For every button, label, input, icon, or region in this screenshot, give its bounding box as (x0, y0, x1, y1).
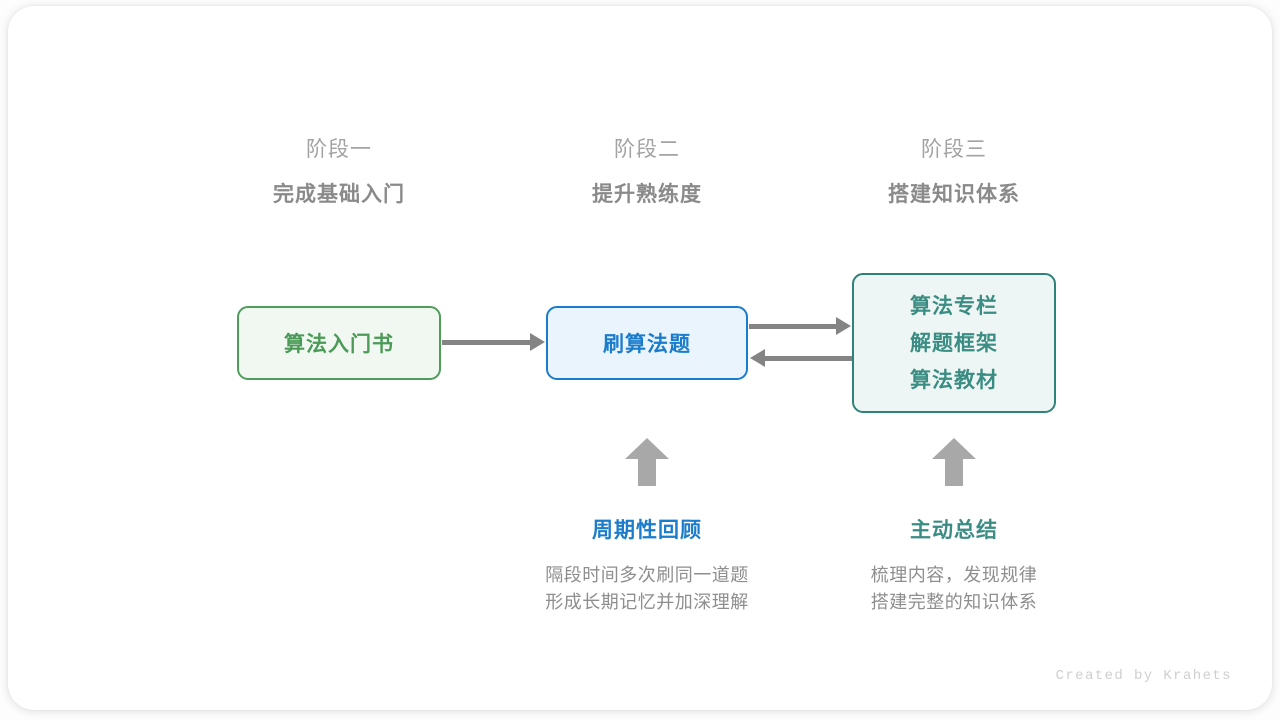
node-knowledge-system-line-1: 算法专栏 (910, 294, 998, 318)
node-knowledge-system: 算法专栏 解题框架 算法教材 (852, 273, 1056, 413)
phase-heading-1: 阶段一 完成基础入门 (209, 135, 469, 210)
node-knowledge-system-line-2: 解题框架 (910, 331, 998, 355)
node-algorithm-book: 算法入门书 (237, 306, 441, 380)
up-arrow-stem-summary (945, 457, 963, 486)
node-practice-problems-label: 刷算法题 (603, 333, 691, 356)
phase-title-2: 提升熟练度 (592, 183, 702, 206)
note-active-summary: 主动总结 梳理内容，发现规律 搭建完整的知识体系 (804, 516, 1104, 616)
note-active-summary-title: 主动总结 (910, 519, 998, 542)
phase-title-3: 搭建知识体系 (888, 183, 1020, 206)
node-practice-problems: 刷算法题 (546, 306, 748, 380)
phase-heading-3: 阶段三 搭建知识体系 (824, 135, 1084, 210)
phase-title-1: 完成基础入门 (273, 183, 405, 206)
note-periodic-review-title: 周期性回顾 (592, 519, 702, 542)
note-active-summary-line-2: 搭建完整的知识体系 (870, 592, 1038, 612)
connector-practice-to-system-shaft (749, 324, 837, 329)
note-active-summary-line-1: 梳理内容，发现规律 (870, 565, 1038, 585)
connector-book-to-practice-arrowhead-icon (530, 333, 545, 351)
credit-text: Created by Krahets (1055, 668, 1232, 684)
note-periodic-review-line-2: 形成长期记忆并加深理解 (545, 592, 749, 612)
up-arrow-stem-review (638, 457, 656, 486)
phase-heading-2: 阶段二 提升熟练度 (517, 135, 777, 210)
connector-book-to-practice-shaft (442, 340, 532, 345)
note-periodic-review: 周期性回顾 隔段时间多次刷同一道题 形成长期记忆并加深理解 (497, 516, 797, 616)
up-arrow-icon-review (625, 438, 669, 486)
up-arrow-head-review (625, 438, 669, 459)
diagram-card: 阶段一 完成基础入门 阶段二 提升熟练度 阶段三 搭建知识体系 算法入门书 刷算… (8, 6, 1272, 710)
note-periodic-review-line-1: 隔段时间多次刷同一道题 (545, 565, 749, 585)
connector-system-to-practice-arrowhead-icon (750, 349, 765, 367)
phase-kicker-1: 阶段一 (306, 138, 372, 161)
phase-kicker-3: 阶段三 (921, 138, 987, 161)
node-knowledge-system-line-3: 算法教材 (910, 368, 998, 392)
connector-practice-to-system-arrowhead-icon (836, 317, 851, 335)
connector-system-to-practice-shaft (764, 356, 852, 361)
phase-kicker-2: 阶段二 (614, 138, 680, 161)
node-algorithm-book-label: 算法入门书 (284, 333, 394, 356)
up-arrow-icon-summary (932, 438, 976, 486)
up-arrow-head-summary (932, 438, 976, 459)
note-active-summary-body: 梳理内容，发现规律 搭建完整的知识体系 (804, 562, 1104, 616)
note-periodic-review-body: 隔段时间多次刷同一道题 形成长期记忆并加深理解 (497, 562, 797, 616)
